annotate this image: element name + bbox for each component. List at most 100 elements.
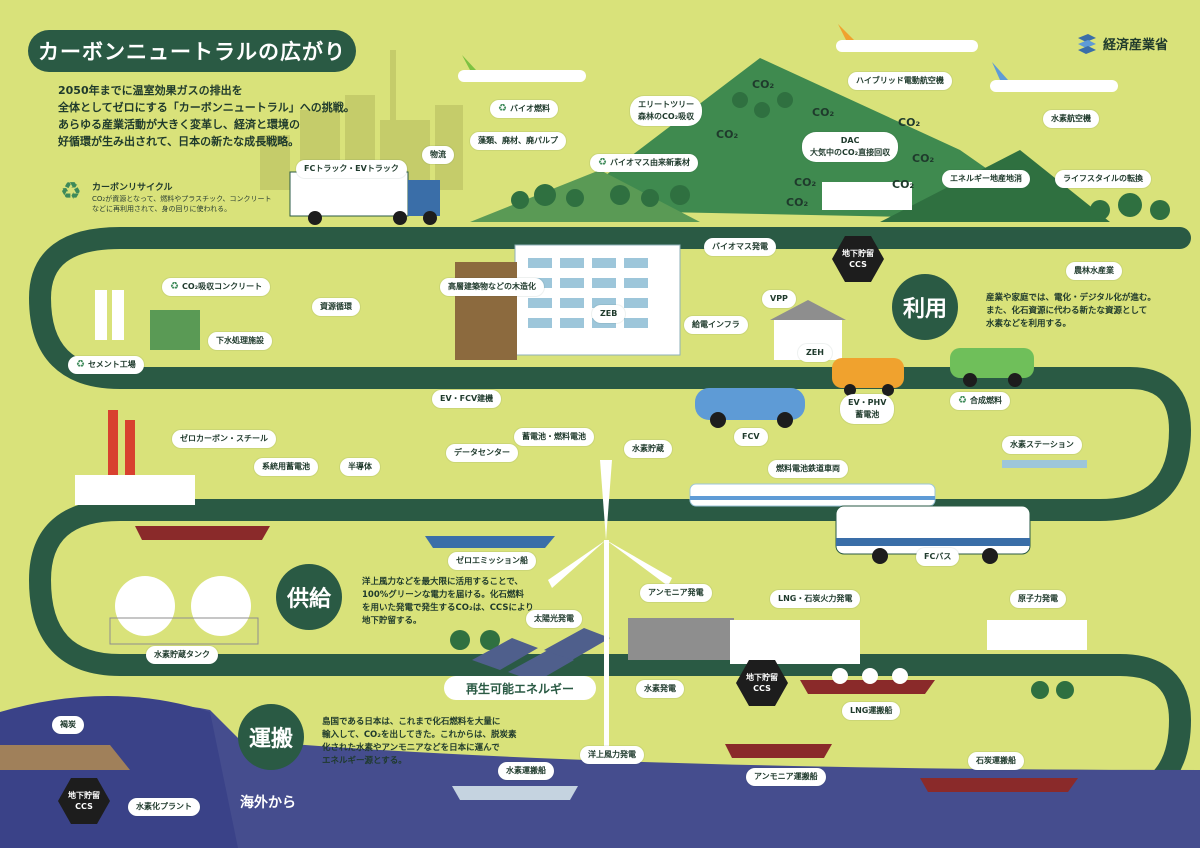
label-co2-concrete: ♻CO₂吸収コンクリート <box>162 278 271 296</box>
co2-text: CO₂ <box>912 152 935 165</box>
recycle-icon: ♻ <box>498 103 507 114</box>
renewable-energy-banner: 再生可能エネルギー <box>444 676 596 700</box>
section-supply-badge: 供給 <box>276 564 342 630</box>
label-h2-ship: 水素運搬船 <box>498 762 554 780</box>
label-h2-plant: 水素化プラント <box>128 798 200 816</box>
label-hybrid-plane: ハイブリッド電動航空機 <box>848 72 952 90</box>
wind-turbine <box>548 460 672 750</box>
section-supply-desc: 洋上風力などを最大限に活用することで、 100%グリーンな電力を届ける。化石燃料… <box>362 577 534 626</box>
meti-logo: 経済産業省 <box>1076 32 1168 54</box>
solar-panels <box>472 628 610 682</box>
label-geothermal: エネルギー地産地消 <box>942 170 1030 188</box>
label-ev-phv: EV・PHV 蓄電池 <box>840 394 895 424</box>
label-ev-fcv-machine: EV・FCV建機 <box>432 390 502 408</box>
label-hydrogen-plane: 水素航空機 <box>1043 110 1099 128</box>
ccs-hex-top: 地下貯留 CCS <box>832 236 884 282</box>
meti-logo-icon <box>1078 34 1096 54</box>
overseas-label: 海外から <box>240 795 296 811</box>
label-grid-battery: 系統用蓄電池 <box>254 458 318 476</box>
airplane-hybrid <box>836 24 978 52</box>
label-biomass-power: バイオマス発電 <box>704 238 776 256</box>
label-fc-bus: FCバス <box>916 548 960 566</box>
label-lng-coal-power: LNG・石炭火力発電 <box>770 590 861 608</box>
co2-text: CO₂ <box>898 116 921 129</box>
label-datacenter: データセンター <box>446 444 518 462</box>
zeb-building <box>514 244 681 356</box>
overseas-land <box>0 745 130 770</box>
h2-station-roof <box>1002 460 1087 468</box>
section-use-badge: 利用 <box>892 274 958 340</box>
sea <box>0 705 1200 848</box>
ccs-hex-supply: 地下貯留 CCS <box>736 660 788 706</box>
section-transport-badge: 運搬 <box>238 704 304 770</box>
recycle-icon: ♻ <box>170 281 179 292</box>
page-title: カーボンニュートラルの広がり <box>28 30 356 72</box>
label-lng-ship: LNG運搬船 <box>842 702 901 720</box>
label-zero-emission-ship: ゼロエミッション船 <box>448 552 536 570</box>
label-biomass-material: ♻バイオマス由来新素材 <box>590 154 698 172</box>
lng-ship <box>800 668 935 694</box>
label-lifestyle: ライフスタイルの転換 <box>1055 170 1151 188</box>
label-logistics: 物流 <box>422 146 454 164</box>
intro-line: あらゆる産業活動が大きく変革し、経済と環境の <box>58 118 300 131</box>
intro-text: 2050年までに温室効果ガスの排出を 全体としてゼロにする「カーボンニュートラル… <box>58 82 358 150</box>
recycle-icon: ♻ <box>60 177 82 205</box>
label-vpp: VPP <box>762 290 796 308</box>
fc-train <box>689 483 936 507</box>
truck-illustration <box>289 171 440 225</box>
intro-line: 全体としてゼロにする「カーボンニュートラル」への挑戦。 <box>58 101 355 114</box>
label-zeh: ZEH <box>798 344 832 362</box>
intro-line: 2050年までに温室効果ガスの排出を <box>58 84 243 97</box>
coal-ship <box>920 778 1078 792</box>
label-coal-mine: 褐炭 <box>52 716 84 734</box>
overseas-globe <box>0 696 238 848</box>
section-transport-desc: 島国である日本は、これまで化石燃料を大量に 輸入して、CO₂を出してきた。これか… <box>322 717 517 766</box>
label-algae: 藻類、廃材、廃パルプ <box>470 132 566 150</box>
carbon-recycle-desc: CO₂が資源となって、燃料やプラスチック、コンクリートなどに再利用されて、身の回… <box>92 195 272 213</box>
intro-line: 好循環が生み出されて、日本の新たな成長戦略。 <box>58 135 300 148</box>
label-offshore-wind: 洋上風力発電 <box>580 746 644 764</box>
label-solar: 太陽光発電 <box>526 610 582 628</box>
label-elite-tree: エリートツリー 森林のCO₂吸収 <box>630 96 703 126</box>
label-zeb: ZEB <box>592 305 626 323</box>
mountain-small <box>470 170 700 222</box>
label-ammonia-ship: アンモニア運搬船 <box>746 768 826 786</box>
label-battery-fuelcell: 蓄電池・燃料電池 <box>514 428 594 446</box>
co2-text: CO₂ <box>716 128 739 141</box>
ammonia-ship <box>725 744 832 758</box>
label-cement: ♻セメント工場 <box>68 356 144 374</box>
nuclear-plant <box>987 620 1087 650</box>
label-synfuel: ♻合成燃料 <box>950 392 1010 410</box>
wood-building <box>455 262 517 360</box>
hydrogen-tanks <box>109 576 259 645</box>
ccs-hex-overseas: 地下貯留 CCS <box>58 778 110 824</box>
label-charging: 給電インフラ <box>684 316 748 334</box>
steel-ship <box>135 526 270 540</box>
label-fc-truck: FCトラック・EVトラック <box>296 160 407 178</box>
label-ammonia-power: アンモニア発電 <box>640 584 712 602</box>
label-wood-building: 高層建築物などの木造化 <box>440 278 544 296</box>
airplane-biofuel <box>458 55 586 82</box>
fcv-car <box>695 388 805 428</box>
label-sewage: 下水処理施設 <box>208 332 272 350</box>
road-top <box>28 227 1192 811</box>
trees <box>450 92 1170 699</box>
label-h2-station: 水素ステーション <box>1002 436 1082 454</box>
green-car <box>950 348 1034 387</box>
label-h2-tank: 水素貯蔵タンク <box>146 646 218 664</box>
h2-ship <box>452 786 578 800</box>
dac-unit <box>822 182 912 210</box>
ammonia-plant <box>628 618 734 660</box>
co2-text: CO₂ <box>786 196 809 209</box>
label-biofuel: ♻バイオ燃料 <box>490 100 558 118</box>
label-dac: DAC 大気中のCO₂直接回収 <box>802 132 899 162</box>
section-use-desc: 産業や家庭では、電化・デジタル化が進む。 また、化石資源に代わる新たな資源として… <box>986 293 1156 329</box>
recycle-icon: ♻ <box>76 359 85 370</box>
label-zero-carbon-steel: ゼロカーボン・スチール <box>172 430 276 448</box>
label-semiconductor: 半導体 <box>340 458 380 476</box>
label-resource-cycle: 資源循環 <box>312 298 360 316</box>
zero-emission-ship <box>425 536 555 548</box>
meti-logo-text: 経済産業省 <box>1103 37 1169 53</box>
carbon-recycle-title: カーボンリサイクル <box>92 183 173 193</box>
co2-text: CO₂ <box>892 178 915 191</box>
